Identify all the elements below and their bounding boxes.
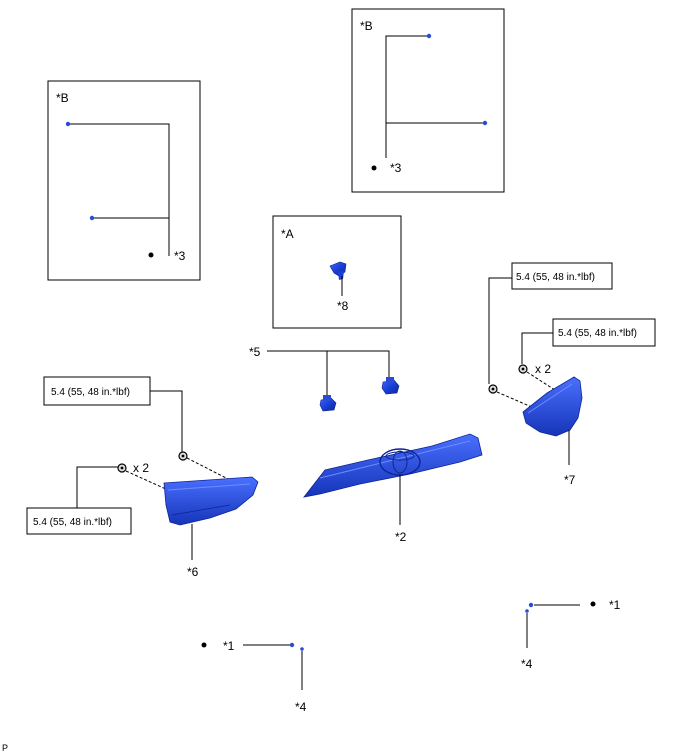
view-label-a: *A bbox=[281, 227, 294, 241]
callout-1: *1 bbox=[223, 639, 235, 653]
clip-dot bbox=[426, 33, 432, 39]
clip-dot bbox=[289, 642, 295, 648]
svg-text:5.4 (55, 48 in.*lbf): 5.4 (55, 48 in.*lbf) bbox=[51, 387, 130, 398]
svg-text:5.4 (55, 48 in.*lbf): 5.4 (55, 48 in.*lbf) bbox=[33, 517, 112, 528]
detail-view-a: *A *8 bbox=[272, 215, 402, 329]
callout-3: *3 bbox=[390, 161, 402, 175]
view-label-b: *B bbox=[56, 91, 69, 105]
callout-4: *4 bbox=[295, 700, 307, 714]
quantity-label: x 2 bbox=[535, 362, 551, 376]
svg-text:5.4 (55, 48 in.*lbf): 5.4 (55, 48 in.*lbf) bbox=[516, 272, 595, 283]
clip-dot bbox=[528, 602, 534, 608]
callout-8: *8 bbox=[337, 299, 349, 313]
garnish-part-6 bbox=[163, 476, 259, 526]
figure-code: P bbox=[2, 743, 8, 753]
torque-label-right-upper: 5.4 (55, 48 in.*lbf) bbox=[488, 262, 613, 409]
view-label-b: *B bbox=[360, 19, 373, 33]
garnish-part-2 bbox=[303, 433, 483, 498]
bullet-dot bbox=[201, 642, 207, 648]
detail-view-b-left: *B *3 bbox=[47, 80, 201, 281]
quantity-label: x 2 bbox=[133, 461, 149, 475]
clip-dot bbox=[89, 215, 95, 221]
callout-1: *1 bbox=[609, 598, 621, 612]
bullet-dot bbox=[590, 601, 596, 607]
callout-7: *7 bbox=[564, 473, 576, 487]
bullet-dot bbox=[371, 165, 377, 171]
svg-text:5.4 (55, 48 in.*lbf): 5.4 (55, 48 in.*lbf) bbox=[558, 328, 637, 339]
callout-2: *2 bbox=[395, 530, 407, 544]
clips-part-5: *5 bbox=[249, 345, 400, 412]
torque-label-right-lower: 5.4 (55, 48 in.*lbf) x 2 bbox=[518, 318, 656, 391]
clip-icon bbox=[381, 377, 400, 395]
clip-part-8 bbox=[329, 261, 347, 280]
torque-label-left-lower: 5.4 (55, 48 in.*lbf) x 2 bbox=[26, 461, 169, 535]
clip-group-bottom-left: *1 *4 bbox=[201, 639, 307, 714]
callout-6: *6 bbox=[187, 565, 199, 579]
clip-dot bbox=[482, 120, 488, 126]
clip-group-bottom-right: *1 *4 bbox=[521, 598, 621, 671]
clip-icon bbox=[319, 395, 337, 412]
clip-dot bbox=[65, 121, 71, 127]
bullet-dot bbox=[148, 252, 154, 258]
callout-4: *4 bbox=[521, 657, 533, 671]
clip-dot bbox=[525, 609, 529, 613]
callout-3: *3 bbox=[174, 249, 186, 263]
torque-label-left-upper: 5.4 (55, 48 in.*lbf) bbox=[43, 376, 231, 481]
callout-5: *5 bbox=[249, 345, 261, 359]
garnish-part-7 bbox=[522, 376, 583, 437]
detail-view-b-right: *B *3 bbox=[351, 8, 505, 193]
clip-dot bbox=[300, 647, 304, 651]
